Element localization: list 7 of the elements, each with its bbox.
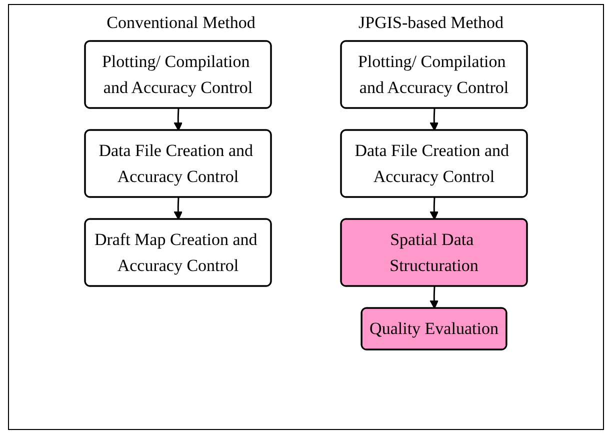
column-heading: Conventional Method bbox=[106, 13, 256, 33]
column-heading: JPGIS-based Method bbox=[358, 13, 504, 33]
arrow bbox=[430, 108, 439, 131]
arrow bbox=[430, 286, 439, 309]
arrow bbox=[174, 197, 183, 220]
arrow bbox=[174, 108, 183, 131]
arrow bbox=[430, 197, 439, 220]
